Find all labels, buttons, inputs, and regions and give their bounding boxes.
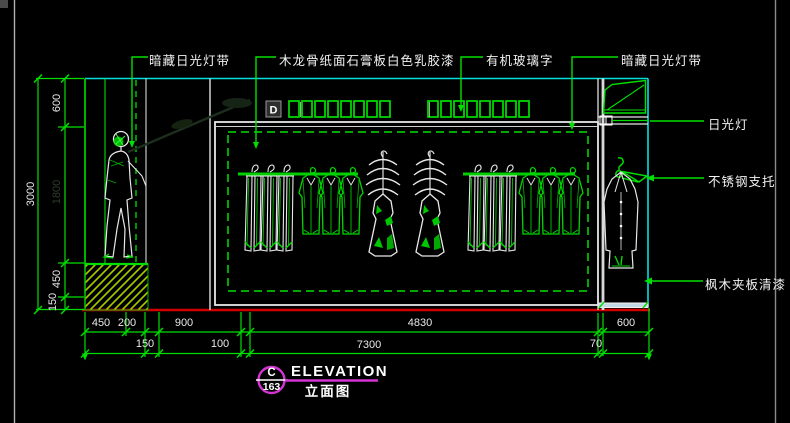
shirts-group-left <box>298 166 324 235</box>
light-cove-detail <box>602 79 647 114</box>
dashed-recess-border <box>227 131 589 292</box>
callout-hidden-light-strip-right: 暗藏日光灯带 <box>621 54 703 68</box>
pants-group-left <box>244 164 263 252</box>
dim-left-150: 150 <box>47 292 59 312</box>
shirts-group-right <box>518 166 544 235</box>
callout-fluorescent-lamp: 日光灯 <box>708 118 749 132</box>
callout-hidden-light-strip-left: 暗藏日光灯带 <box>149 54 231 68</box>
dim-bottom-600: 600 <box>616 317 636 329</box>
title-block-graphics <box>256 365 378 395</box>
dim-bottom-200: 200 <box>117 317 137 329</box>
callout-stainless-steel-support: 不锈钢支托 <box>708 175 776 189</box>
acrylic-letter-blocks <box>288 100 530 118</box>
bottom-dimensions <box>80 308 654 361</box>
dim-bottom-7300: 7300 <box>356 339 382 351</box>
callout-leaders-top <box>129 56 618 149</box>
dim-bottom-150: 150 <box>135 338 155 350</box>
drawing-title-en: ELEVATION <box>291 363 389 380</box>
callout-acrylic-letters: 有机玻璃字 <box>486 54 554 68</box>
pants-group-right <box>467 164 486 252</box>
dim-left-450: 450 <box>51 269 63 289</box>
callout-gypsum-board-paint: 木龙骨纸面石膏板白色乳胶漆 <box>279 54 455 68</box>
dim-left-600: 600 <box>51 93 63 113</box>
sketch-artifacts <box>127 98 252 154</box>
dim-left-total-3000: 3000 <box>25 181 37 207</box>
dress-form-left <box>365 150 401 257</box>
dim-bottom-900: 900 <box>174 317 194 329</box>
hanging-coat <box>603 171 639 269</box>
garments <box>244 150 584 257</box>
mannequin-figure <box>102 130 147 259</box>
display-wall-outline <box>214 78 605 310</box>
detail-number: 163 <box>262 381 281 393</box>
drawing-title-zh: 立面图 <box>304 384 352 399</box>
logo-block: D <box>265 100 282 118</box>
coat-hanger-hook <box>617 157 624 170</box>
callout-maple-plywood-varnish: 枫木夹板清漆 <box>705 278 787 292</box>
right-cabinet <box>597 78 649 309</box>
dim-bottom-100: 100 <box>210 338 230 350</box>
detail-letter: C <box>267 367 276 379</box>
dim-bottom-70: 70 <box>589 338 603 350</box>
callout-leaders-right <box>644 120 704 285</box>
dress-form-right <box>412 150 448 257</box>
fluorescent-lamp-detail <box>598 115 648 126</box>
dim-left-1800: 1800 <box>51 179 63 205</box>
dim-bottom-450: 450 <box>91 317 111 329</box>
dim-bottom-4830: 4830 <box>407 317 433 329</box>
cabinet-base <box>597 301 649 309</box>
left-dimensions <box>33 73 84 315</box>
hatched-pedestal <box>84 262 149 311</box>
logo-letter: D <box>270 105 278 117</box>
